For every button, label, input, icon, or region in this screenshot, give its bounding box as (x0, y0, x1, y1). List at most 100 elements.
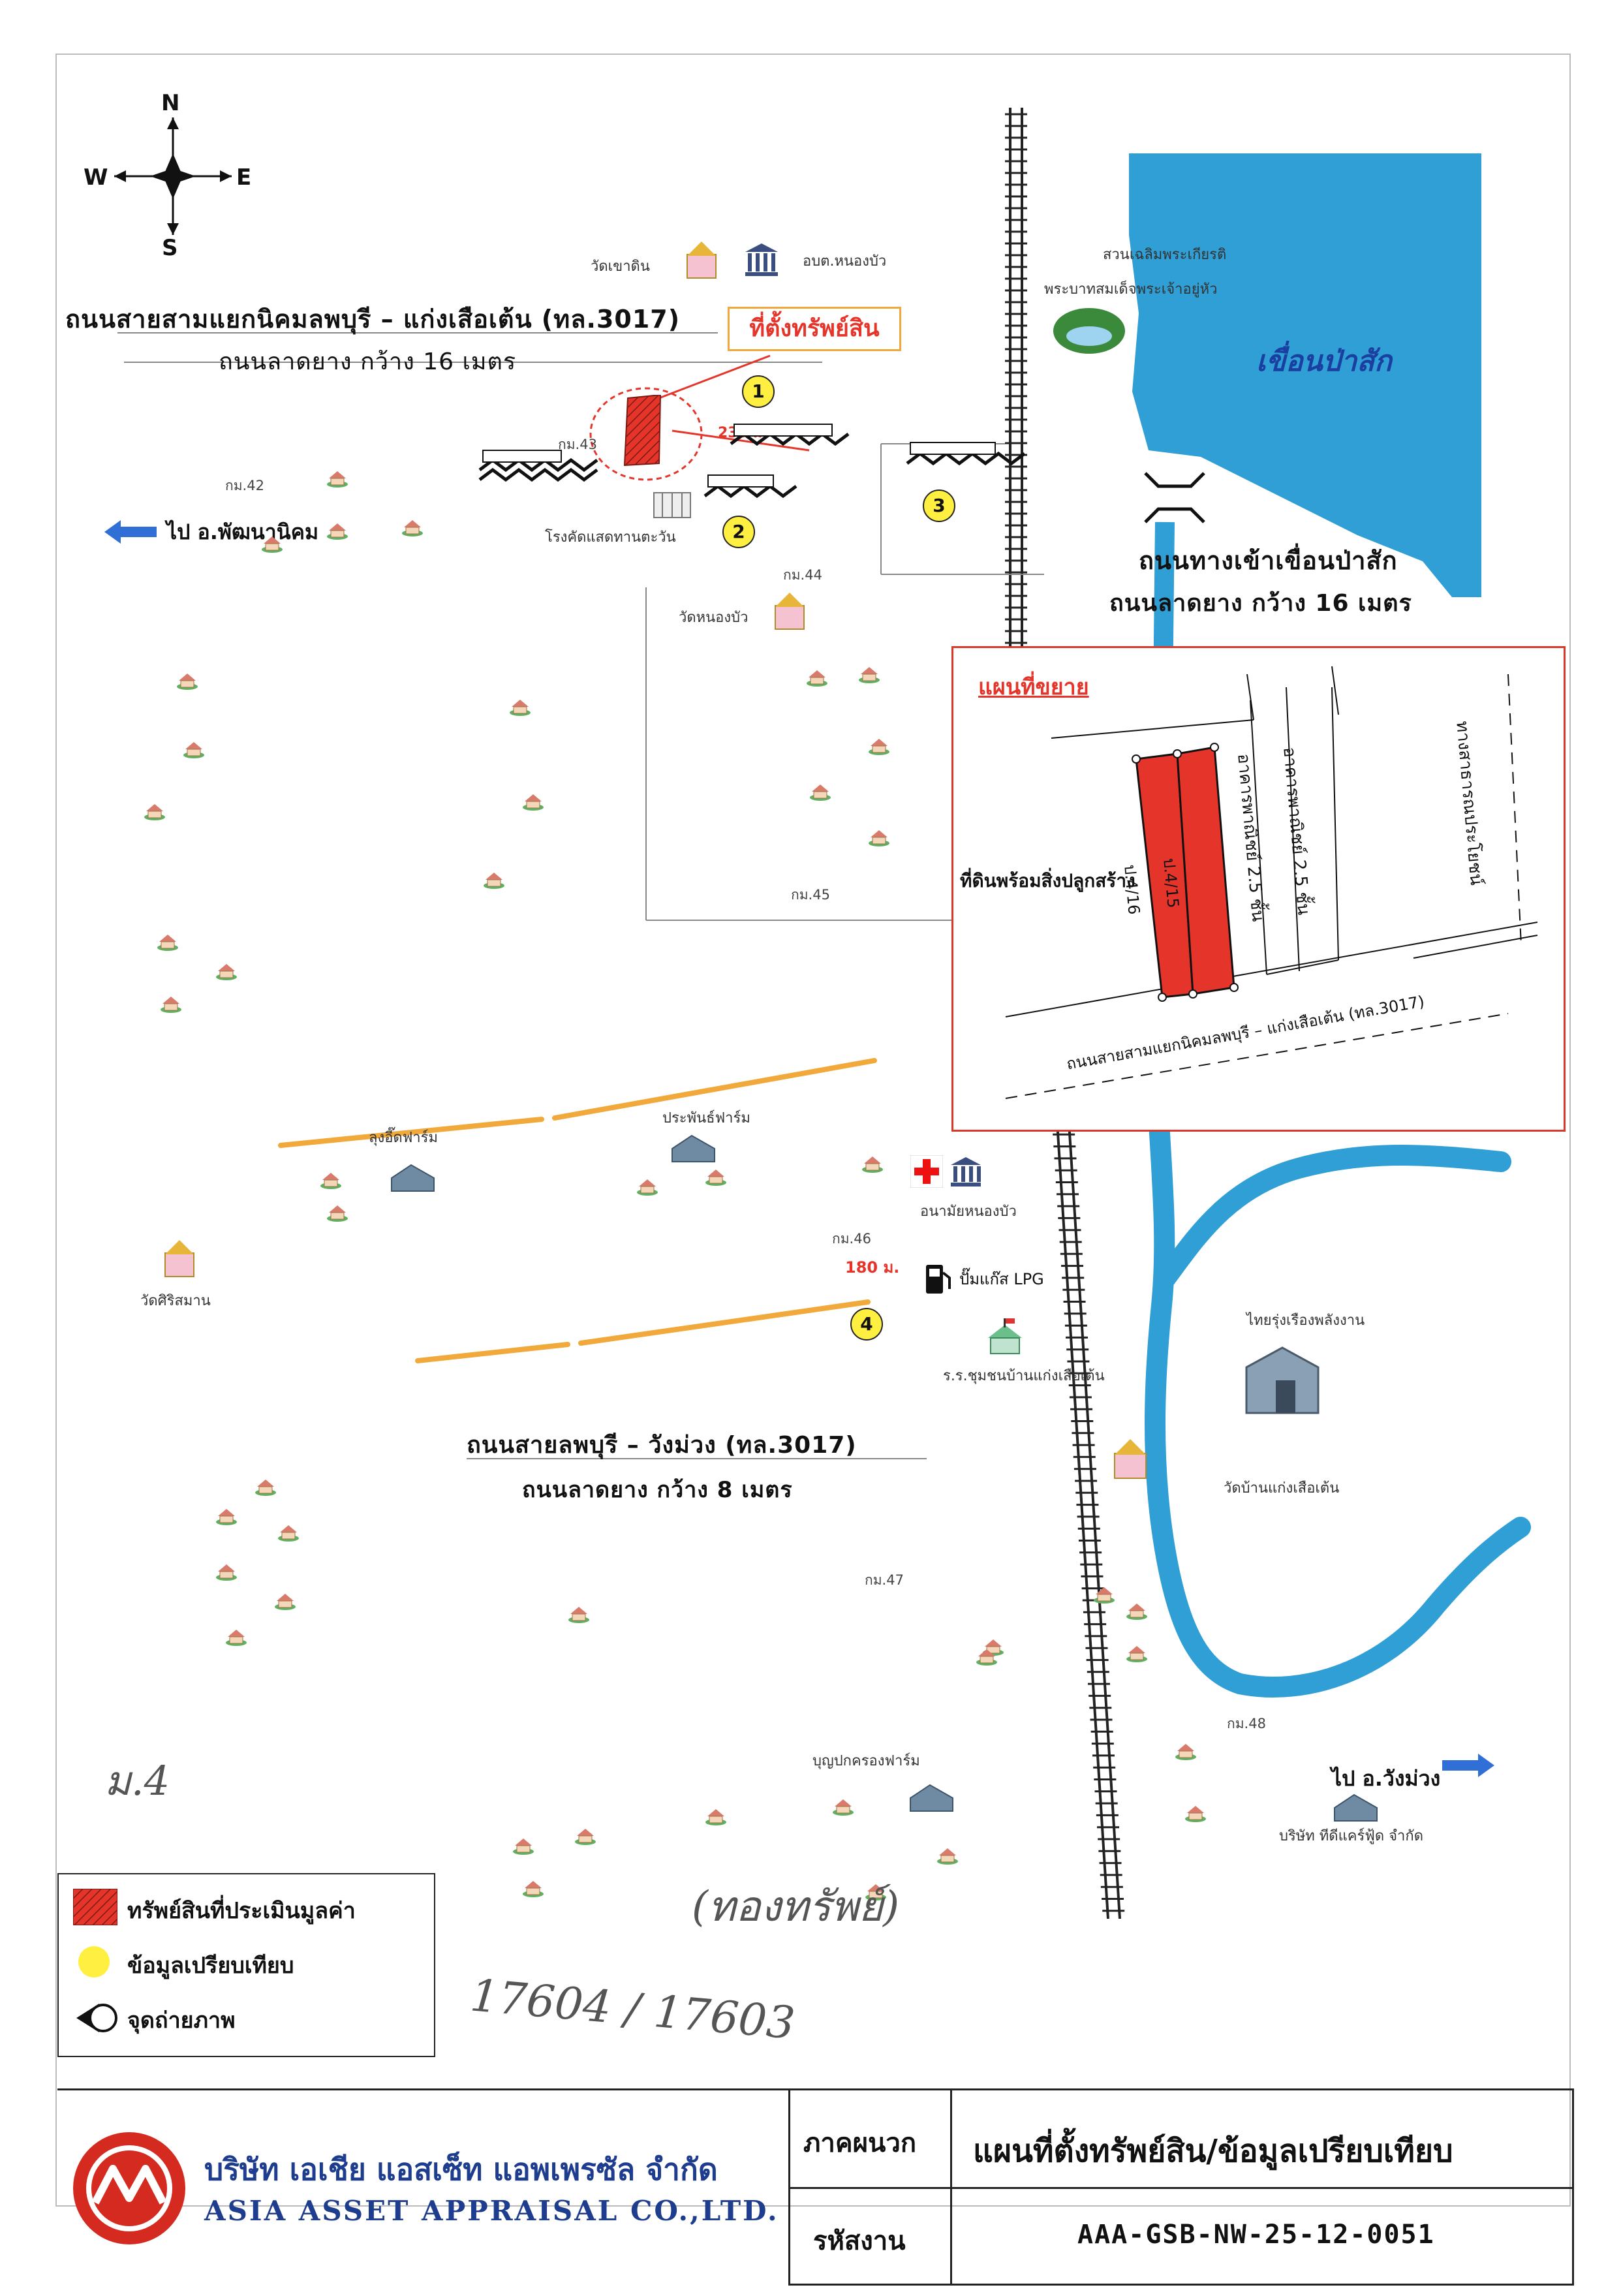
house-icon (216, 1564, 237, 1581)
to-phatthana-label: ไป อ.พัฒนานิคม (166, 520, 319, 544)
house-icon (568, 1607, 589, 1623)
comparable-2: 2 (722, 516, 755, 548)
lpg-label: ปั๊มแก๊ส LPG (959, 1270, 1044, 1288)
inset-title: แผนที่ขยาย (978, 674, 1089, 700)
company-logo (73, 2132, 185, 2244)
camera-view-icon (76, 2004, 117, 2032)
house-icon (183, 742, 204, 758)
compass-w: W (84, 164, 108, 191)
legend-comparable-icon (78, 1946, 110, 1978)
house-icon (513, 1838, 534, 1855)
subject-callout-text: ที่ตั้งทรัพย์สิน (749, 315, 880, 342)
wat-siri-label: วัดศิริสมาน (140, 1293, 211, 1309)
legend-photo-label: จุดถ่ายภาพ (127, 2008, 236, 2034)
south-road-sub: ถนนลาดยาง กว้าง 8 เมตร (522, 1477, 793, 1503)
reservoir (1129, 153, 1481, 597)
thai-rung-label: ไทยรุ่งเรืองพลังงาน (1246, 1312, 1365, 1329)
school-icon (988, 1318, 1022, 1354)
house-icon (810, 784, 831, 801)
inset-map: แผนที่ขยาย ป.4/16 ป.4/15 อาคารพาณิชย์ 2.… (951, 646, 1566, 1132)
dam-road-sub: ถนนลาดยาง กว้าง 16 เมตร (1109, 590, 1412, 617)
house-icon (255, 1480, 276, 1496)
south-road-title: ถนนสายลพบุรี – วังม่วง (ทล.3017) (467, 1432, 857, 1459)
house-icon (177, 674, 198, 690)
compass-rose (114, 117, 232, 235)
house-icon (1094, 1587, 1115, 1604)
prapan-farm-label: ประพันธ์ฟาร์ม (662, 1110, 750, 1126)
legend-comparable-label: ข้อมูลเปรียบเทียบ (127, 1953, 294, 1979)
house-icon (869, 739, 889, 755)
house-icon (637, 1179, 658, 1196)
house-icon (937, 1848, 958, 1865)
arrow-right-icon (1442, 1754, 1494, 1777)
km-46: กม.46 (832, 1231, 871, 1247)
house-icon (523, 794, 544, 811)
house-icon (510, 700, 531, 716)
main-road-sub: ถนนลาดยาง กว้าง 16 เมตร (219, 349, 517, 375)
compass-e: E (236, 164, 252, 191)
appendix-value: แผนที่ตั้งทรัพย์สิน/ข้อมูลเปรียบเทียบ (973, 2133, 1453, 2169)
wat-kaeng-label: วัดบ้านแก่งเสือเต้น (1224, 1480, 1340, 1497)
house-icon (807, 670, 827, 687)
health-center-label: อนามัยหนองบัว (920, 1203, 1017, 1220)
footer-company-cell: บริษัท เอเชีย แอสเซ็ท แอพเพรซัล จำกัด AS… (57, 2088, 788, 2284)
house-icon (865, 1884, 886, 1900)
km-45: กม.45 (791, 887, 830, 903)
house-icon (262, 536, 283, 553)
comparable-3: 3 (923, 489, 955, 522)
house-icon (1126, 1604, 1147, 1620)
footer: บริษัท เอเชีย แอสเซ็ท แอพเพรซัล จำกัด AS… (57, 2088, 1574, 2286)
house-icon (705, 1809, 726, 1825)
house-icon (320, 1173, 341, 1189)
railway-ties (1005, 113, 1125, 1912)
km-44: กม.44 (783, 567, 822, 583)
temple-icon-3 (164, 1240, 194, 1277)
handwriting-mark: ม.4 (104, 1757, 170, 1805)
park-label-2: พระบาทสมเด็จพระเจ้าอยู่หัว (1044, 281, 1218, 298)
handwriting-bracket: (ทองทรัพย์) (692, 1883, 900, 1931)
house-icon (1185, 1806, 1206, 1822)
inset-plot-b: ป.4/15 (1160, 857, 1182, 909)
river-branch (1154, 1145, 1511, 1290)
house-icon (327, 1205, 348, 1222)
main-road-title: ถนนสายสามแยกนิคมลพบุรี – แก่งเสือเต้น (ท… (65, 305, 681, 334)
km-42: กม.42 (225, 478, 264, 493)
temple-icon-2 (775, 593, 805, 630)
temple-icon (687, 241, 717, 279)
inset-land-label: ที่ดินพร้อมสิ่งปลูกสร้าง (960, 870, 1135, 892)
km-43: กม.43 (558, 437, 597, 452)
house-icon (216, 964, 237, 980)
km-47: กม.47 (865, 1572, 904, 1588)
wat-khao-din-label: วัดเขาดิน (591, 258, 650, 275)
park-label-1: สวนเฉลิมพระเกียรติ (1103, 247, 1227, 263)
government-icon-2 (951, 1157, 981, 1187)
boonpak-farm-label: บุญปกครองฟาร์ม (812, 1753, 920, 1769)
code-label: รหัสงาน (813, 2226, 906, 2256)
comparable-1: 1 (742, 375, 775, 408)
comparable-4: 4 (850, 1308, 883, 1341)
wat-nong-bua-label: วัดหนองบัว (679, 610, 749, 626)
park-icon (1053, 308, 1125, 354)
house-icon (216, 1509, 237, 1525)
company-food-label: บริษัท ทีดีแคร์ฟู้ด จำกัด (1279, 1828, 1423, 1844)
government-icon (745, 243, 778, 276)
house-icon (859, 667, 880, 683)
temple-icon-4 (1114, 1439, 1147, 1479)
footer-info-table: ภาคผนวก แผนที่ตั้งทรัพย์สิน/ข้อมูลเปรียบ… (788, 2088, 1574, 2286)
subject-property-marker (623, 395, 662, 467)
house-icon (1175, 1744, 1196, 1760)
house-icon (327, 471, 348, 488)
house-icon (402, 520, 423, 536)
inset-drawing (1005, 666, 1538, 1099)
dam-road-title: ถนนทางเข้าเขื่อนป่าสัก (1139, 546, 1398, 575)
house-icon (161, 997, 181, 1013)
km-48: กม.48 (1227, 1716, 1266, 1731)
house-icon (484, 873, 504, 889)
subject-callout-box: ที่ตั้งทรัพย์สิน (728, 307, 901, 351)
house-icon (157, 935, 178, 951)
to-wangmuang-label: ไป อ.วังม่วง (1331, 1766, 1441, 1791)
legend-subject-label: ทรัพย์สินที่ประเมินมูลค่า (127, 1898, 356, 1924)
house-icon (705, 1170, 726, 1186)
legend: ทรัพย์สินที่ประเมินมูลค่า ข้อมูลเปรียบเท… (57, 1873, 435, 2057)
